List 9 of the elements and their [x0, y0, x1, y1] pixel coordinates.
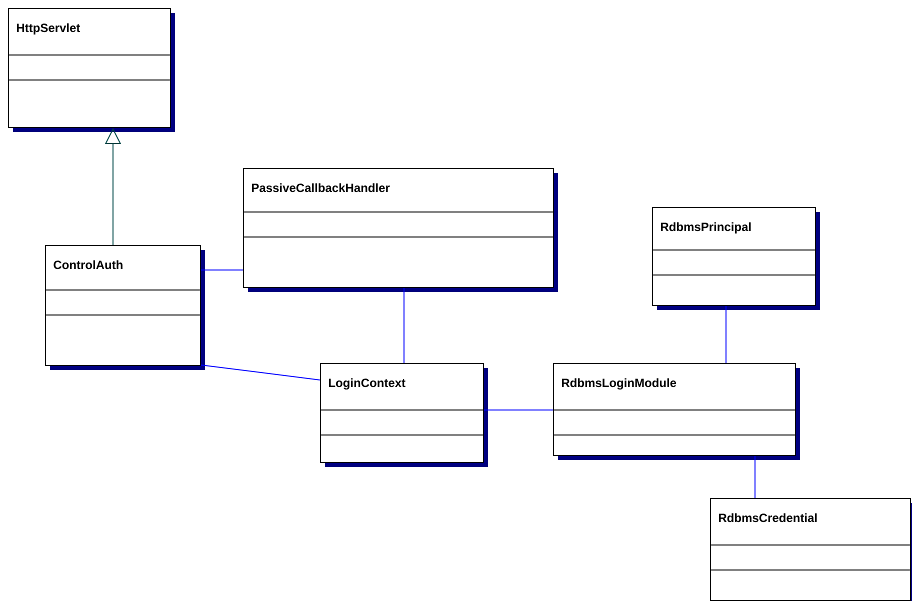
class-box: HttpServlet: [8, 8, 175, 132]
class-box: LoginContext: [320, 363, 488, 467]
class-box: PassiveCallbackHandler: [242, 168, 558, 292]
association-line: [754, 456, 756, 498]
class-box: RdbmsPrincipal: [652, 207, 820, 310]
association-line: [200, 364, 320, 380]
class-box: RdbmsLoginModule: [552, 363, 800, 460]
class-box: RdbmsCredential: [710, 498, 912, 601]
class-box: ControlAuth: [44, 245, 205, 370]
